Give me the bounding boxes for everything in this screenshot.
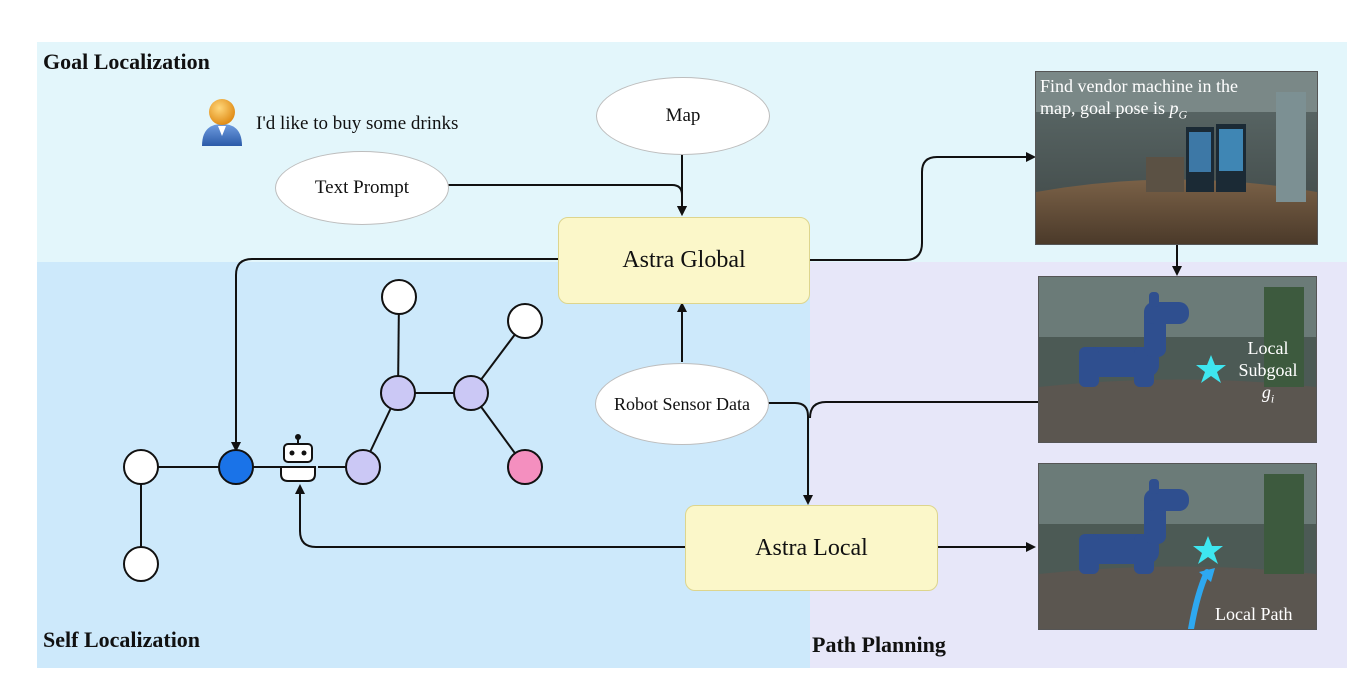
astra-local-node: Astra Local [685,505,938,591]
subgoal-label-line2: Subgoal [1238,360,1298,380]
goal-pose-image: Find vendor machine in the map, goal pos… [1035,71,1318,245]
local-path-label: Local Path [1215,604,1293,624]
goal-localization-label: Goal Localization [43,49,210,74]
self-localization-region [37,262,810,668]
map-node: Map [596,77,770,155]
path-planning-label: Path Planning [812,632,946,657]
goal-caption-line1: Find vendor machine in the [1040,76,1238,96]
subgoal-subscript: i [1270,391,1275,406]
user-avatar-icon [202,99,242,146]
text-prompt-node: Text Prompt [275,151,449,225]
subgoal-star-icon [1196,355,1226,383]
office-scene-illustration [1039,464,1316,629]
self-localization-label: Self Localization [43,627,201,652]
goal-pose-subscript: G [1178,107,1188,122]
goal-caption-line2: map, goal pose is [1040,98,1170,118]
robot-sensor-data-node: Robot Sensor Data [595,363,769,445]
goal-pose-symbol: p [1169,98,1179,118]
astra-global-node: Astra Global [558,217,810,304]
subgoal-star-icon [1193,536,1223,564]
office-scene-illustration [1039,277,1316,442]
local-path-image: Local Path [1038,463,1317,630]
local-subgoal-image: Local Subgoal gi [1038,276,1317,443]
subgoal-symbol: g [1261,382,1271,402]
vending-scene-illustration [1036,72,1317,244]
subgoal-label-line1: Local [1247,338,1289,358]
user-request-text: I'd like to buy some drinks [256,113,459,134]
